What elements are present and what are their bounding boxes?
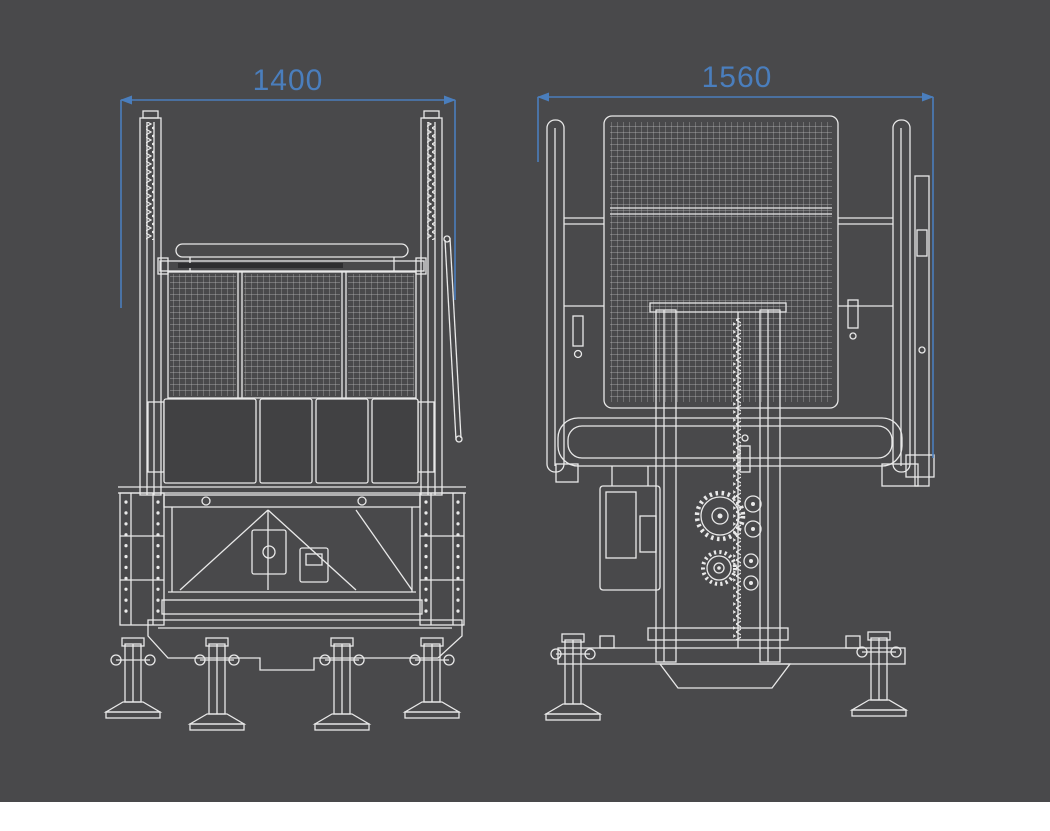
front-view	[103, 110, 466, 731]
motor-box	[599, 466, 661, 591]
side-view	[543, 115, 935, 721]
outrigger-leg	[103, 637, 163, 719]
platform-guardrail	[157, 243, 427, 275]
outrigger-leg	[312, 637, 372, 731]
outrigger-leg	[187, 637, 247, 731]
dimension-front-label: 1400	[253, 64, 324, 97]
platform-mesh-front	[167, 271, 417, 399]
right-rail-icon	[892, 119, 935, 487]
counterweight-panels	[147, 398, 435, 484]
drawing-canvas: 1400 1560	[0, 0, 1050, 802]
platform-floor	[555, 417, 919, 487]
drive-gears-icon	[694, 490, 762, 591]
dimension-side-width: 1560	[537, 61, 934, 458]
technical-drawing: 1400 1560	[103, 61, 935, 731]
base-frame-side	[557, 635, 906, 689]
left-mast-icon	[139, 110, 162, 496]
center-mast	[647, 302, 789, 663]
chassis	[118, 486, 466, 626]
outrigger-leg	[402, 637, 462, 719]
platform-mesh-side	[603, 115, 839, 409]
right-mast-icon	[420, 110, 463, 496]
outrigger-leg	[849, 631, 909, 717]
left-rail-icon	[546, 119, 565, 473]
dimension-front-width: 1400	[120, 64, 456, 308]
dimension-side-label: 1560	[702, 61, 773, 94]
base-frame-front	[147, 619, 463, 671]
cross-rails	[564, 217, 893, 359]
outrigger-leg	[543, 633, 603, 721]
